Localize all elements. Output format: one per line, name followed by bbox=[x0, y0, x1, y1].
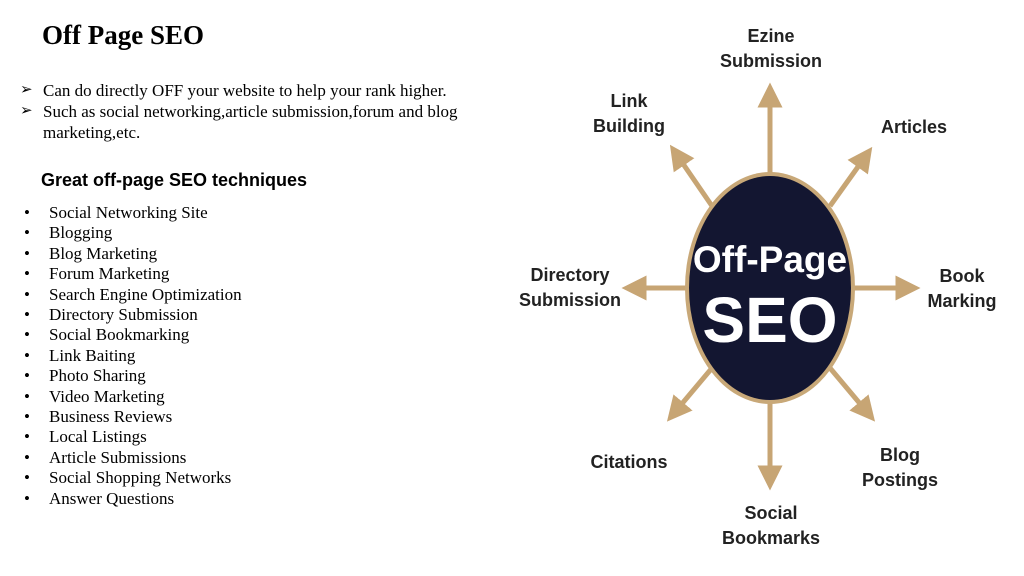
list-item: • Blog Marketing bbox=[24, 244, 242, 264]
node-label: Directory bbox=[530, 265, 609, 285]
technique-label: Social Networking Site bbox=[49, 203, 208, 222]
arrow-citations bbox=[666, 366, 714, 422]
node-link-building: Link Building bbox=[593, 91, 665, 136]
page-title: Off Page SEO bbox=[42, 20, 204, 50]
node-label: Bookmarks bbox=[722, 528, 820, 548]
node-label: Submission bbox=[519, 290, 621, 310]
arrows bbox=[621, 82, 921, 491]
node-label: Postings bbox=[862, 470, 938, 490]
intro-list: ➢ Can do directly OFF your website to he… bbox=[20, 80, 520, 143]
node-label: Citations bbox=[590, 452, 667, 472]
bullet-icon: • bbox=[24, 203, 30, 222]
arrow-bullet-icon: ➢ bbox=[20, 103, 33, 119]
techniques-list: • Social Networking Site • Blogging • Blog … bbox=[24, 203, 242, 509]
hub-title-line1: Off-Page bbox=[693, 239, 847, 280]
list-item: • Directory Submission bbox=[24, 305, 242, 325]
bullet-icon: • bbox=[24, 264, 30, 284]
node-label: Link bbox=[610, 91, 648, 111]
technique-label: Link Baiting bbox=[49, 345, 136, 365]
technique-label: Article Submissions bbox=[49, 447, 187, 467]
node-articles: Articles bbox=[881, 117, 947, 137]
arrow-link-building bbox=[669, 144, 715, 208]
list-item: • Business Reviews bbox=[24, 407, 242, 427]
node-label: Articles bbox=[881, 117, 947, 137]
intro-text: Can do directly OFF your website to help… bbox=[43, 81, 447, 100]
intro-text: Such as social networking,article submis… bbox=[43, 102, 458, 142]
list-item: • Video Marketing bbox=[24, 387, 242, 407]
technique-label: Social Bookmarking bbox=[49, 325, 190, 345]
arrow-blog-postings bbox=[828, 366, 876, 422]
node-label: Submission bbox=[720, 51, 822, 71]
arrow-articles bbox=[827, 146, 873, 208]
bullet-icon: • bbox=[24, 243, 30, 263]
hub-title-line2: SEO bbox=[702, 284, 837, 356]
node-label: Blog bbox=[880, 445, 920, 465]
bullet-icon: • bbox=[24, 407, 30, 427]
bullet-icon: • bbox=[24, 305, 30, 325]
node-social-bookmarks: Social Bookmarks bbox=[722, 503, 820, 548]
bullet-icon: • bbox=[24, 447, 30, 467]
node-blog-postings: Blog Postings bbox=[862, 445, 938, 490]
technique-label: Video Marketing bbox=[49, 386, 165, 406]
technique-label: Local Listings bbox=[49, 427, 147, 447]
node-label: Ezine bbox=[747, 26, 794, 46]
bullet-icon: • bbox=[24, 488, 30, 508]
hub-circle bbox=[689, 176, 851, 400]
technique-label: Social Shopping Networks bbox=[49, 468, 232, 488]
bullet-icon: • bbox=[24, 386, 30, 406]
node-label: Building bbox=[593, 116, 665, 136]
node-ezine-submission: Ezine Submission bbox=[720, 26, 822, 71]
list-item: • Blogging bbox=[24, 223, 242, 243]
list-item: • Article Submissions bbox=[24, 448, 242, 468]
bullet-icon: • bbox=[24, 468, 30, 488]
technique-label: Search Engine Optimization bbox=[49, 284, 242, 304]
list-item: • Social Bookmarking bbox=[24, 325, 242, 345]
bullet-icon: • bbox=[24, 223, 30, 243]
technique-label: Photo Sharing bbox=[49, 366, 146, 386]
node-label: Marking bbox=[927, 291, 996, 311]
technique-label: Business Reviews bbox=[49, 407, 173, 427]
intro-item: ➢ Can do directly OFF your website to he… bbox=[20, 80, 520, 101]
bullet-icon: • bbox=[24, 427, 30, 447]
node-label: Social bbox=[744, 503, 797, 523]
list-item: • Forum Marketing bbox=[24, 264, 242, 284]
bullet-icon: • bbox=[24, 325, 30, 345]
list-item: • Local Listings bbox=[24, 427, 242, 447]
center-hub: Off-Page SEO bbox=[685, 172, 855, 404]
intro-item: ➢ Such as social networking,article subm… bbox=[20, 101, 520, 143]
node-citations: Citations bbox=[590, 452, 667, 472]
list-item: • Link Baiting bbox=[24, 346, 242, 366]
technique-label: Forum Marketing bbox=[49, 264, 170, 284]
technique-label: Answer Questions bbox=[49, 488, 175, 508]
node-book-marking: Book Marking bbox=[927, 266, 996, 311]
technique-label: Blogging bbox=[49, 223, 113, 243]
technique-label: Directory Submission bbox=[49, 305, 198, 325]
list-item: • Photo Sharing bbox=[24, 366, 242, 386]
node-directory-submission: Directory Submission bbox=[519, 265, 621, 310]
list-item: • Answer Questions bbox=[24, 489, 242, 509]
arrow-bullet-icon: ➢ bbox=[20, 82, 33, 98]
list-item: • Search Engine Optimization bbox=[24, 285, 242, 305]
list-item: • Social Networking Site bbox=[24, 203, 242, 223]
node-label: Book bbox=[940, 266, 986, 286]
bullet-icon: • bbox=[24, 345, 30, 365]
bullet-icon: • bbox=[24, 366, 30, 386]
bullet-icon: • bbox=[24, 284, 30, 304]
technique-label: Blog Marketing bbox=[49, 243, 158, 263]
list-item: • Social Shopping Networks bbox=[24, 468, 242, 488]
techniques-heading: Great off-page SEO techniques bbox=[41, 170, 308, 190]
